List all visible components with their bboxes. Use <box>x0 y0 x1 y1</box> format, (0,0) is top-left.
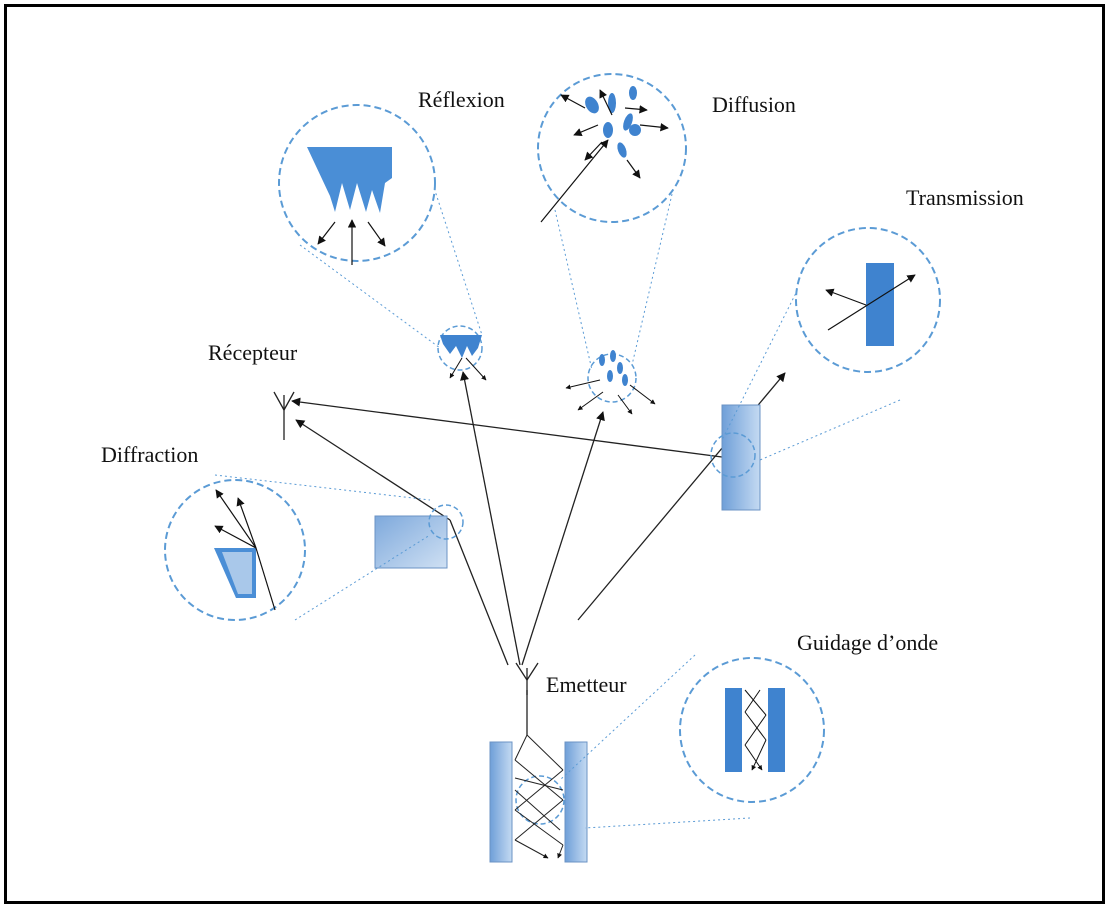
diffusion-object-small <box>565 350 656 415</box>
diffraction-zoom <box>164 479 306 621</box>
label-diffusion: Diffusion <box>712 92 796 117</box>
ray-diffraction-to-receiver <box>295 419 451 521</box>
waveguide-walls <box>489 734 588 863</box>
emitter-antenna-icon <box>515 662 539 695</box>
waveguide-zoom <box>679 657 825 803</box>
label-recepteur: Récepteur <box>208 340 298 365</box>
receiver-antenna-icon <box>273 391 295 440</box>
ray-emitter-to-reflexion <box>460 371 521 666</box>
ray-emitter-to-diffusion <box>521 411 605 666</box>
ray-emitter-to-diffraction-block <box>449 519 509 666</box>
transmission-slab <box>710 404 761 511</box>
propagation-diagram: Réflexion Diffusion Transmission Récepte… <box>101 73 1024 863</box>
transmission-zoom <box>795 227 941 373</box>
label-guidage-onde: Guidage d’onde <box>797 630 938 655</box>
ray-transmission-to-receiver <box>291 397 746 461</box>
diffraction-block <box>374 504 464 569</box>
diffusion-zoom <box>537 73 687 223</box>
label-transmission: Transmission <box>906 185 1024 210</box>
label-reflexion: Réflexion <box>418 87 505 112</box>
label-diffraction: Diffraction <box>101 442 198 467</box>
reflexion-object-small <box>437 325 487 381</box>
label-emetteur: Emetteur <box>546 672 627 697</box>
diagram-stage: Réflexion Diffusion Transmission Récepte… <box>4 4 1105 904</box>
reflexion-zoom <box>278 104 436 265</box>
